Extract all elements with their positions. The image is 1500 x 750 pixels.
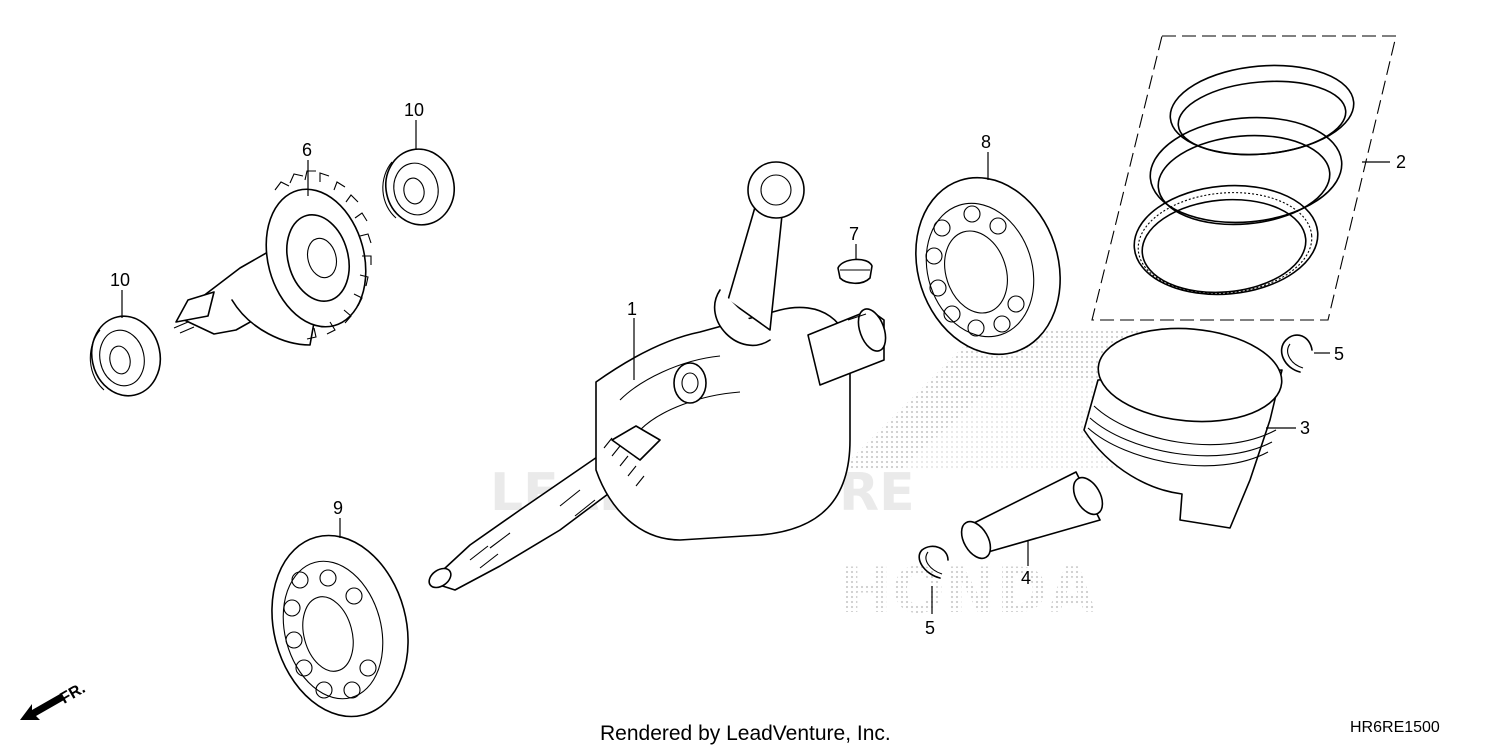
callout-6: 6 [302, 140, 312, 160]
callout-5b: 5 [925, 618, 935, 638]
svg-text:FR.: FR. [58, 680, 89, 708]
callout-9: 9 [333, 498, 343, 518]
callout-labels: 1 2 3 4 5 5 6 7 8 9 10 10 [110, 100, 1406, 638]
piston-ring-set[interactable] [1091, 35, 1397, 321]
bearing-10-left[interactable] [84, 310, 167, 402]
bearing-8-balls [925, 205, 1025, 337]
crankshaft[interactable] [426, 161, 891, 591]
bearing-10-top[interactable] [379, 143, 461, 231]
bearing-8[interactable] [894, 159, 1083, 373]
front-arrow-icon [20, 694, 64, 720]
front-direction-indicator: FR. [20, 680, 88, 720]
callout-4: 4 [1021, 568, 1031, 588]
diagram-code: HR6RE1500 [1350, 719, 1440, 736]
circlip-left[interactable] [918, 545, 949, 579]
circlip-right[interactable] [1280, 334, 1313, 373]
callout-8: 8 [981, 132, 991, 152]
bearing-9-balls [283, 569, 377, 699]
callout-2: 2 [1396, 152, 1406, 172]
callout-10b: 10 [110, 270, 130, 290]
leader-lines [121, 120, 1390, 614]
callout-1: 1 [627, 299, 637, 319]
callout-5a: 5 [1334, 344, 1344, 364]
piston[interactable] [1083, 321, 1286, 529]
woodruff-key[interactable] [837, 258, 873, 285]
gear-teeth [274, 170, 372, 340]
piston-pin[interactable] [956, 471, 1109, 563]
callout-3: 3 [1300, 418, 1310, 438]
rendered-by-credit: Rendered by LeadVenture, Inc. [600, 722, 891, 745]
callout-10a: 10 [404, 100, 424, 120]
callout-7: 7 [849, 224, 859, 244]
svg-text:HONDA: HONDA [840, 554, 1096, 627]
balancer-shaft-gear[interactable] [173, 170, 380, 346]
bearing-9[interactable] [252, 520, 427, 732]
